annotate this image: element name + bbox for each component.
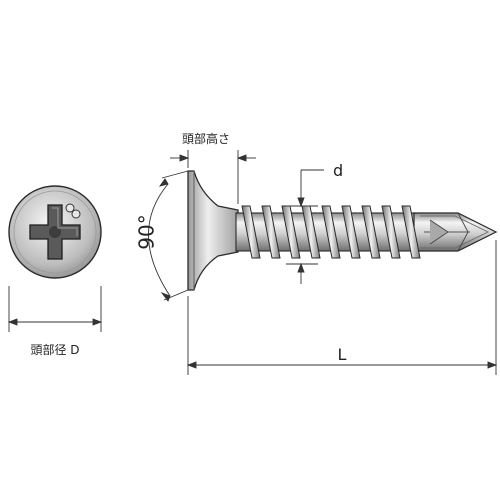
head-height-dimension <box>170 150 256 204</box>
head-diameter-label: 頭部径 D <box>30 342 79 357</box>
thread-crest <box>241 205 261 259</box>
head-diameter-dimension <box>7 286 103 332</box>
screw-side-view <box>187 170 498 291</box>
angle-label: 90° <box>135 214 159 249</box>
thread-diameter-dimension <box>286 169 324 284</box>
phillips-cross-recess-icon <box>29 204 81 260</box>
thread-crest <box>361 205 381 259</box>
length-label: L <box>338 345 347 364</box>
threads <box>241 205 421 259</box>
thread-diameter-label: d <box>333 161 343 180</box>
thread-crest <box>381 205 401 259</box>
length-dimension <box>186 240 498 375</box>
head-height-label: 頭部高さ <box>182 131 230 146</box>
thread-crest <box>321 205 341 259</box>
thread-crest <box>401 205 421 259</box>
thread-crest <box>261 205 281 259</box>
angle-dimension <box>148 170 189 302</box>
head-top-view <box>8 185 102 279</box>
double-circle-mark-icon <box>65 203 81 219</box>
thread-crest <box>341 205 361 259</box>
